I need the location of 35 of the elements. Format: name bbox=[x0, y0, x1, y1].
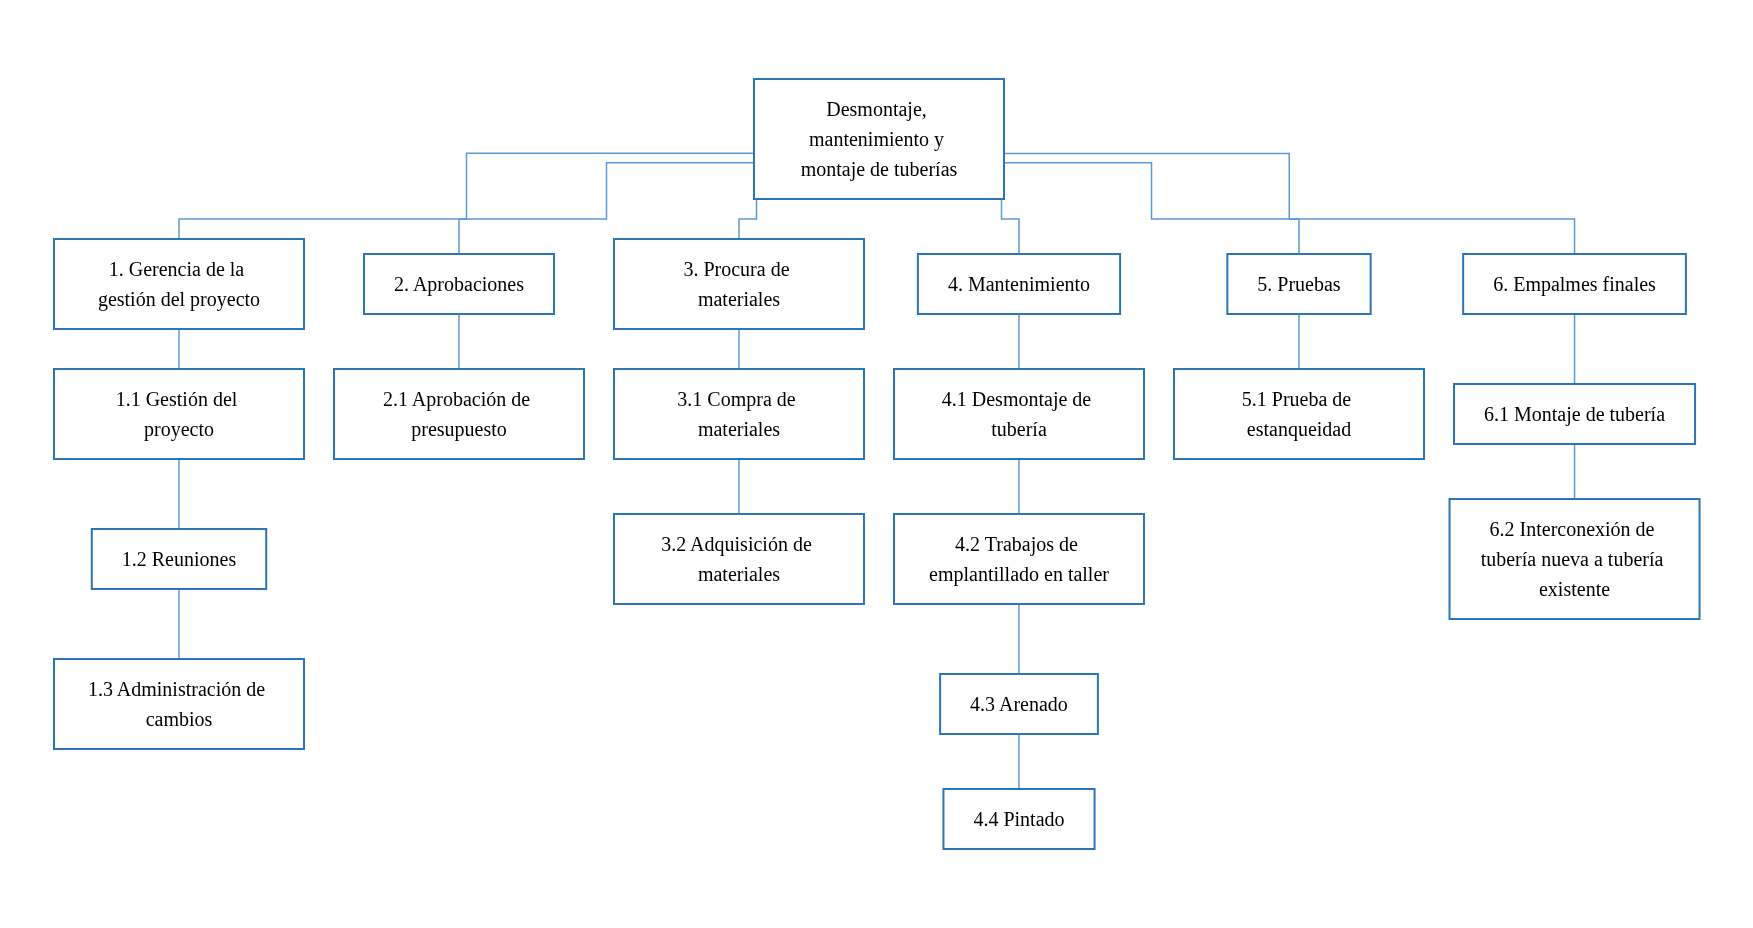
connector bbox=[178, 328, 180, 370]
node-box: 4. Mantenimiento bbox=[916, 253, 1121, 315]
connector bbox=[738, 458, 740, 515]
node-box: 4.1 Desmontaje de tubería bbox=[892, 368, 1145, 460]
node-box: 5.1 Prueba de estanqueidad bbox=[1172, 368, 1425, 460]
node-box: 1.2 Reuniones bbox=[90, 528, 267, 590]
connector bbox=[1003, 152, 1575, 255]
node-box: 2. Aprobaciones bbox=[362, 253, 555, 315]
node-box: 6.2 Interconexión de tubería nueva a tubería existente bbox=[1448, 498, 1701, 620]
node-box: 3.2 Adquisición de materiales bbox=[612, 513, 865, 605]
node-box: Desmontaje, mantenimiento y montaje de tuberías bbox=[752, 78, 1005, 200]
connector bbox=[178, 588, 180, 660]
connector bbox=[738, 328, 740, 370]
node-box: 1.1 Gestión del proyecto bbox=[52, 368, 305, 460]
connector bbox=[1018, 733, 1020, 790]
node-box: 2.1 Aprobación de presupuesto bbox=[332, 368, 585, 460]
node-box: 3. Procura de materiales bbox=[612, 238, 865, 330]
connector bbox=[1018, 603, 1020, 675]
node-box: 1.3 Administración de cambios bbox=[52, 658, 305, 750]
connector bbox=[1018, 313, 1020, 370]
connector bbox=[458, 313, 460, 370]
node-box: 4.2 Trabajos de emplantillado en taller bbox=[892, 513, 1145, 605]
node-box: 4.4 Pintado bbox=[942, 788, 1096, 850]
node-box: 5. Pruebas bbox=[1226, 253, 1372, 315]
node-box: 3.1 Compra de materiales bbox=[612, 368, 865, 460]
connector bbox=[178, 458, 180, 530]
connector bbox=[1003, 162, 1300, 255]
connector bbox=[1018, 458, 1020, 515]
node-box: 4.3 Arenado bbox=[938, 673, 1099, 735]
connector bbox=[1298, 313, 1300, 370]
node-box: 6. Empalmes finales bbox=[1461, 253, 1687, 315]
node-box: 1. Gerencia de la gestión del proyecto bbox=[52, 238, 305, 330]
node-box: 6.1 Montaje de tubería bbox=[1452, 383, 1696, 445]
connector bbox=[1573, 443, 1575, 500]
connector bbox=[1573, 313, 1575, 385]
